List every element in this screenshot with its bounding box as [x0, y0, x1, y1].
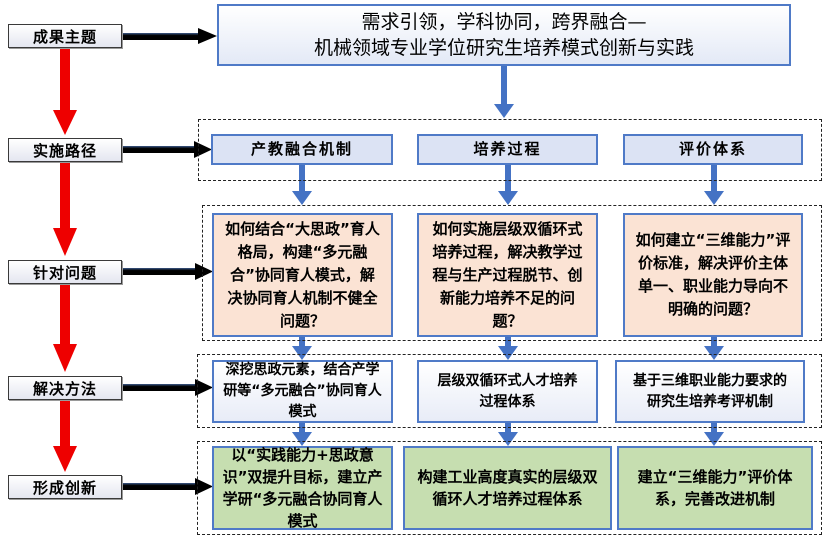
- flow-arrow-4: [53, 400, 77, 472]
- stage-label-text: 实施路径: [32, 141, 97, 160]
- method-text: 基于三维职业能力要求的研究生培养考评机制: [633, 372, 787, 410]
- stage-label-problem: 针对问题: [8, 260, 122, 284]
- path-box-industry-education: 产教融合机制: [211, 134, 393, 165]
- stage-label-topic: 成果主题: [8, 24, 122, 48]
- problem-box-3: 如何建立“三维能力”评价标准，解决评价主体单一、职业能力导向不明确的问题？: [623, 213, 803, 337]
- innovation-text: 建立“三维能力”评价体系，完善改进机制: [637, 468, 793, 508]
- path-label: 培养过程: [473, 140, 542, 158]
- down-arrow-method-2: [498, 423, 518, 446]
- flow-arrow-1: [53, 48, 77, 135]
- connector-arrow-4: [122, 379, 213, 396]
- stage-label-text: 解决方法: [32, 379, 97, 398]
- innovation-box-2: 构建工业高度真实的层级双循环人才培养过程体系: [403, 446, 612, 530]
- down-arrow-problem-2: [498, 337, 518, 360]
- methods-group: [197, 354, 822, 428]
- stage-label-text: 成果主题: [32, 27, 97, 46]
- innovation-box-3: 建立“三维能力”评价体系，完善改进机制: [617, 446, 813, 530]
- title-line-1: 需求引领，学科协同，跨界融合—: [361, 11, 647, 33]
- problem-text: 如何实施层级双循环式培养过程，解决教学过程与生产过程脱节、创新能力培养不足的问题…: [432, 219, 583, 330]
- down-arrow-problem-3: [704, 337, 724, 360]
- stage-label-method: 解决方法: [8, 376, 122, 400]
- down-arrow-path-1: [292, 165, 312, 205]
- stage-label-text: 形成创新: [32, 478, 97, 497]
- path-label: 产教融合机制: [250, 140, 353, 158]
- method-box-3: 基于三维职业能力要求的研究生培养考评机制: [615, 360, 805, 423]
- down-arrow-path-2: [498, 165, 518, 205]
- flow-arrow-2: [53, 162, 77, 256]
- method-text: 层级双循环式人才培养过程体系: [437, 372, 578, 410]
- problems-group: [202, 205, 822, 341]
- down-arrow-method-3: [704, 423, 724, 446]
- down-arrow-method-1: [292, 423, 312, 446]
- connector-arrow-5: [122, 478, 213, 495]
- path-label: 评价体系: [678, 140, 747, 158]
- innovation-text: 构建工业高度真实的层级双循环人才培养过程体系: [417, 468, 598, 508]
- innovation-text: 以“实践能力+思政意识”双提升目标，建立产学研“多元融合协同育人模式: [222, 446, 383, 530]
- down-arrow-title: [494, 66, 514, 118]
- problem-box-1: 如何结合“大思政”育人格局，构建“多元融合”协同育人模式，解决协同育人机制不健全…: [212, 213, 393, 337]
- title-line-2: 机械领域专业学位研究生培养模式创新与实践: [313, 37, 694, 59]
- flow-arrow-3: [53, 284, 77, 372]
- problem-box-2: 如何实施层级双循环式培养过程，解决教学过程与生产过程脱节、创新能力培养不足的问题…: [417, 213, 598, 337]
- method-box-2: 层级双循环式人才培养过程体系: [417, 360, 598, 423]
- stage-label-path: 实施路径: [8, 138, 122, 162]
- title-box: 需求引领，学科协同，跨界融合— 机械领域专业学位研究生培养模式创新与实践: [217, 4, 791, 66]
- stage-label-innovation: 形成创新: [8, 475, 122, 499]
- innovation-box-1: 以“实践能力+思政意识”双提升目标，建立产学研“多元融合协同育人模式: [212, 446, 393, 530]
- problem-text: 如何建立“三维能力”评价标准，解决评价主体单一、职业能力导向不明确的问题？: [635, 231, 791, 318]
- connector-arrow-1: [122, 28, 217, 44]
- method-text: 深挖思政元素，结合产学研等“多元融合”协同育人模式: [223, 362, 382, 420]
- stage-label-text: 针对问题: [32, 263, 97, 282]
- path-box-training-process: 培养过程: [417, 134, 598, 165]
- method-box-1: 深挖思政元素，结合产学研等“多元融合”协同育人模式: [212, 360, 393, 423]
- paths-group: [198, 119, 822, 181]
- path-box-evaluation-system: 评价体系: [623, 134, 803, 165]
- down-arrow-problem-1: [292, 337, 312, 360]
- connector-arrow-3: [122, 263, 213, 280]
- problem-text: 如何结合“大思政”育人格局，构建“多元融合”协同育人模式，解决协同育人机制不健全…: [225, 219, 380, 330]
- innovations-group: [197, 441, 822, 535]
- down-arrow-path-3: [704, 165, 724, 205]
